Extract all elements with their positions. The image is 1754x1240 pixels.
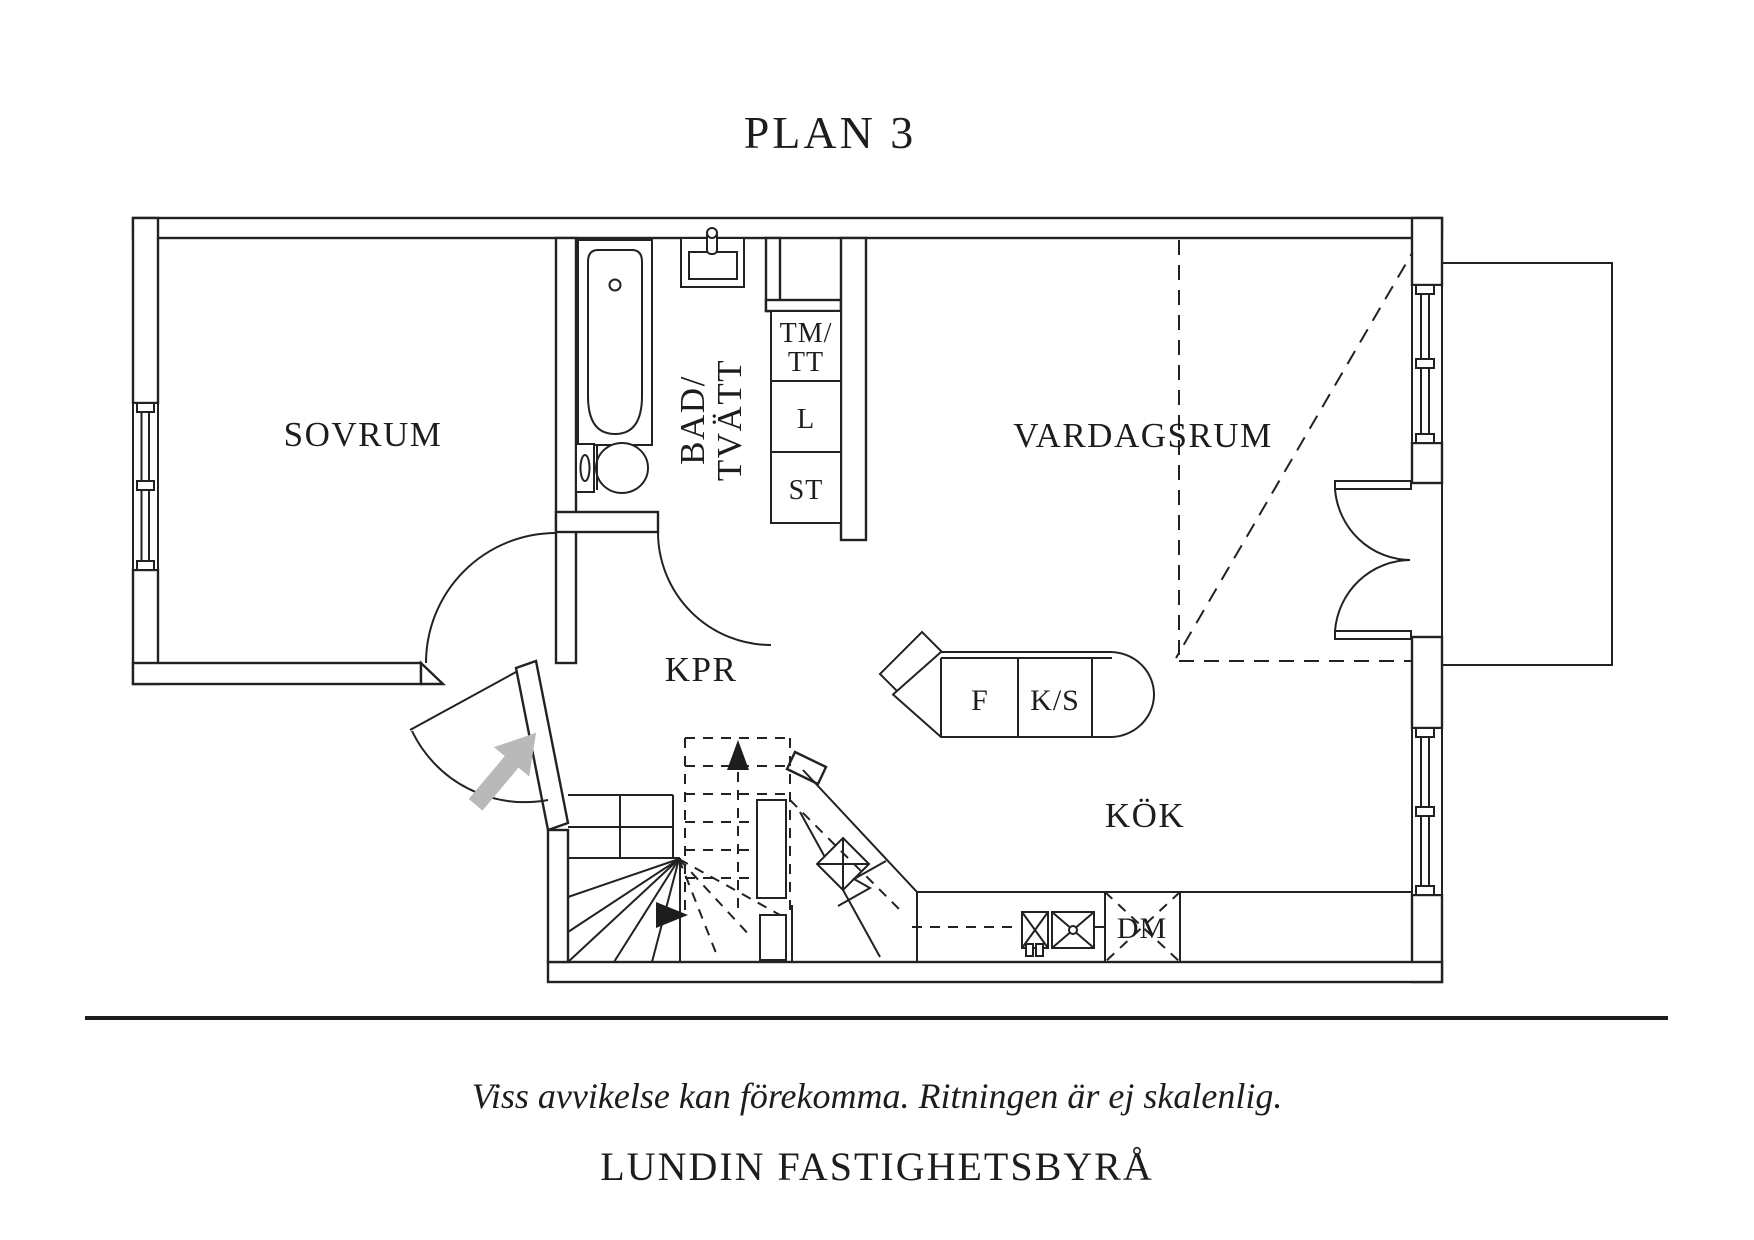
closet-st xyxy=(770,451,842,524)
footer: Viss avvikelse kan förekomma. Ritningen … xyxy=(85,1016,1668,1189)
bedroom-window xyxy=(132,402,159,571)
walls xyxy=(131,216,1444,984)
bedroom-door-arc xyxy=(425,532,557,664)
footer-divider xyxy=(85,1016,1668,1020)
stair-shaft-lower xyxy=(759,914,787,961)
bathroom-sink xyxy=(680,227,745,288)
label-tvatt: TVÄTT xyxy=(710,359,749,481)
ceiling-height-dashed-lines xyxy=(1175,240,1419,662)
stair-shaft xyxy=(756,799,787,899)
label-kok: KÖK xyxy=(1105,796,1185,835)
upper-flight-dashed xyxy=(678,737,791,959)
balcony-double-door xyxy=(1334,480,1412,640)
label-l: L xyxy=(797,404,815,435)
bath-door-arc xyxy=(657,531,772,646)
livingroom-window xyxy=(1411,284,1443,444)
label-fridge: F xyxy=(971,684,989,717)
label-tm: TM/ xyxy=(780,318,833,349)
kitchen-island xyxy=(878,630,1155,738)
label-kpr: KPR xyxy=(665,650,738,689)
closets xyxy=(770,310,842,524)
bathroom-fixtures xyxy=(575,227,745,494)
break-line xyxy=(837,860,887,907)
label-bad: BAD/ xyxy=(673,375,712,465)
kitchen-sink xyxy=(1051,911,1095,949)
stove xyxy=(1021,911,1049,957)
label-dm: DM xyxy=(1117,912,1167,945)
balcony xyxy=(1441,262,1613,666)
stair-down-arrow xyxy=(656,902,688,928)
kitchen-window xyxy=(1411,727,1443,896)
kitchen-corner-diagonal xyxy=(789,769,918,958)
label-ks: K/S xyxy=(1030,684,1080,717)
entry-door-leaf xyxy=(409,671,517,731)
footer-disclaimer: Viss avvikelse kan förekomma. Ritningen … xyxy=(472,1076,1283,1116)
label-st: ST xyxy=(789,475,824,506)
bathtub xyxy=(577,239,653,446)
kitchen-counter xyxy=(912,891,1412,963)
footer-company: LUNDIN FASTIGHETSBYRÅ xyxy=(600,1144,1153,1189)
toilet xyxy=(575,442,649,494)
entry-door-arc xyxy=(411,730,549,804)
fixture-labels: TM/ TT L ST F K/S DM xyxy=(780,318,1167,945)
label-vardagsrum: VARDAGSRUM xyxy=(1013,416,1272,455)
label-tt: TT xyxy=(788,347,824,378)
windows xyxy=(132,284,1443,896)
stair-up-arrow xyxy=(727,740,749,770)
plan-title: PLAN 3 xyxy=(744,107,917,158)
staircase xyxy=(567,737,793,963)
door-arcs xyxy=(409,531,772,804)
label-sovrum: SOVRUM xyxy=(284,415,443,454)
room-labels: SOVRUM VARDAGSRUM KPR KÖK BAD/ TVÄTT xyxy=(284,359,1272,835)
entry-arrow xyxy=(468,732,537,811)
